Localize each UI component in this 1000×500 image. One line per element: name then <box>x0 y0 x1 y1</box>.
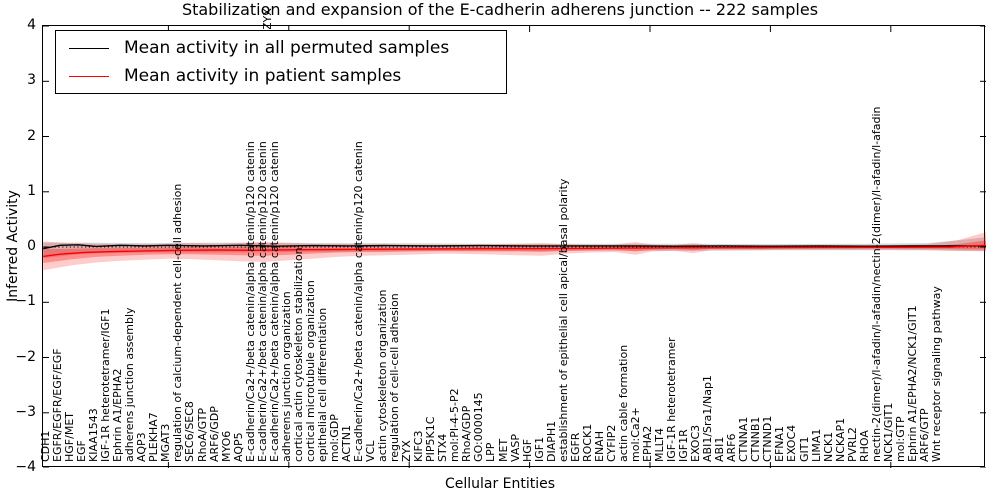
y-tick-label: 0 <box>27 238 36 254</box>
plot-area <box>42 25 986 468</box>
entity-label: SEC6/SEC8 <box>183 401 197 462</box>
entity-label: E-cadherin/Ca2+/beta catenin/alpha caten… <box>267 141 281 462</box>
legend-entry-permuted: Mean activity in all permuted samples <box>56 35 506 63</box>
legend-entry-patient: Mean activity in patient samples <box>56 63 506 91</box>
clipped-label-tail: ZYX <box>261 8 274 29</box>
entity-label: IGF1 <box>532 436 546 462</box>
entity-label: NCK1 <box>821 431 835 462</box>
entity-label: ENAH <box>592 431 606 462</box>
chart-canvas <box>43 26 986 468</box>
permuted-samples-spread-band <box>43 237 986 259</box>
entity-label: ARF6/GTP <box>917 408 931 462</box>
y-tick-label: 2 <box>27 127 36 144</box>
entity-label: E-cadherin/Ca2+/beta catenin/alpha caten… <box>352 141 366 462</box>
entity-label: Wnt receptor signaling pathway <box>929 286 943 462</box>
chart-title: Stabilization and expansion of the E-cad… <box>181 0 819 19</box>
y-tick-label: 3 <box>27 72 36 89</box>
y-tick-label: −2 <box>15 348 36 365</box>
legend-line-permuted-icon <box>69 48 109 49</box>
entity-label: E-cadherin/Ca2+/beta catenin/alpha caten… <box>255 141 269 462</box>
entity-label: LPP <box>484 442 498 462</box>
permuted-mean-line <box>43 244 986 250</box>
entity-label: actin cable formation <box>616 344 630 462</box>
entity-label: AQP5 <box>231 432 245 462</box>
entity-label: Ephrin A1/EPHA2/NCK1/GIT1 <box>905 305 919 462</box>
entity-label: ROCK1 <box>580 423 594 462</box>
entity-label: E-cadherin/Ca2+/beta catenin/alpha caten… <box>243 141 257 462</box>
entity-label: cortical microtubule organization <box>303 280 317 462</box>
entity-label: MYO6 <box>219 430 233 462</box>
entity-label: regulation of cell-cell adhesion <box>388 293 402 462</box>
entity-label: mol:GTP <box>893 416 907 462</box>
patient-mean-line <box>43 244 986 258</box>
entity-label: MET <box>496 438 510 462</box>
legend: Mean activity in all permuted samples Me… <box>55 30 507 94</box>
y-tick-label: 4 <box>27 17 36 33</box>
entity-label: NCK1/GIT1 <box>881 402 895 462</box>
entity-label: cortical actin cytoskeleton stabilizatio… <box>291 247 305 462</box>
entity-label: RHOA <box>857 430 871 462</box>
entity-label: EXOC4 <box>785 424 799 462</box>
entity-label: NCKAP1 <box>833 417 847 462</box>
entity-label: establishment of epithelial cell apical/… <box>556 178 570 462</box>
entity-label: HGF <box>520 438 534 462</box>
entity-label: CYFIP2 <box>604 424 618 462</box>
y-tick-label: −4 <box>15 459 36 475</box>
entity-label: RhoA/GTP <box>195 407 209 462</box>
y-tick-label: −3 <box>15 403 36 420</box>
x-axis-label: Cellular Entities <box>444 476 556 492</box>
legend-label-permuted: Mean activity in all permuted samples <box>124 38 450 58</box>
y-tick-label: 1 <box>27 182 36 199</box>
legend-line-patient-icon <box>69 76 109 77</box>
entity-label: EGFR <box>568 432 582 462</box>
entity-label: LIMA1 <box>809 428 823 462</box>
entity-label: adherens junction organization <box>279 291 293 462</box>
entity-label: epithelial cell differentiation <box>315 307 329 462</box>
entity-label: DIAPH1 <box>544 420 558 462</box>
entity-label: VASP <box>508 434 522 462</box>
patient-samples-spread-inner-band <box>43 240 986 263</box>
entity-label: ARF6/GDP <box>207 406 221 462</box>
entity-label: nectin-2(dimer)/l-afadin/l-afadin/nectin… <box>869 106 883 462</box>
entity-label: GIT1 <box>797 436 811 463</box>
entity-label: mol:Ca2+ <box>628 407 642 462</box>
entity-label: mol:GDP <box>327 414 341 462</box>
entity-label: PVRL2 <box>845 427 859 462</box>
patient-samples-spread-outer-band <box>43 232 986 271</box>
legend-label-patient: Mean activity in patient samples <box>124 66 402 86</box>
y-tick-label: −1 <box>15 293 36 310</box>
